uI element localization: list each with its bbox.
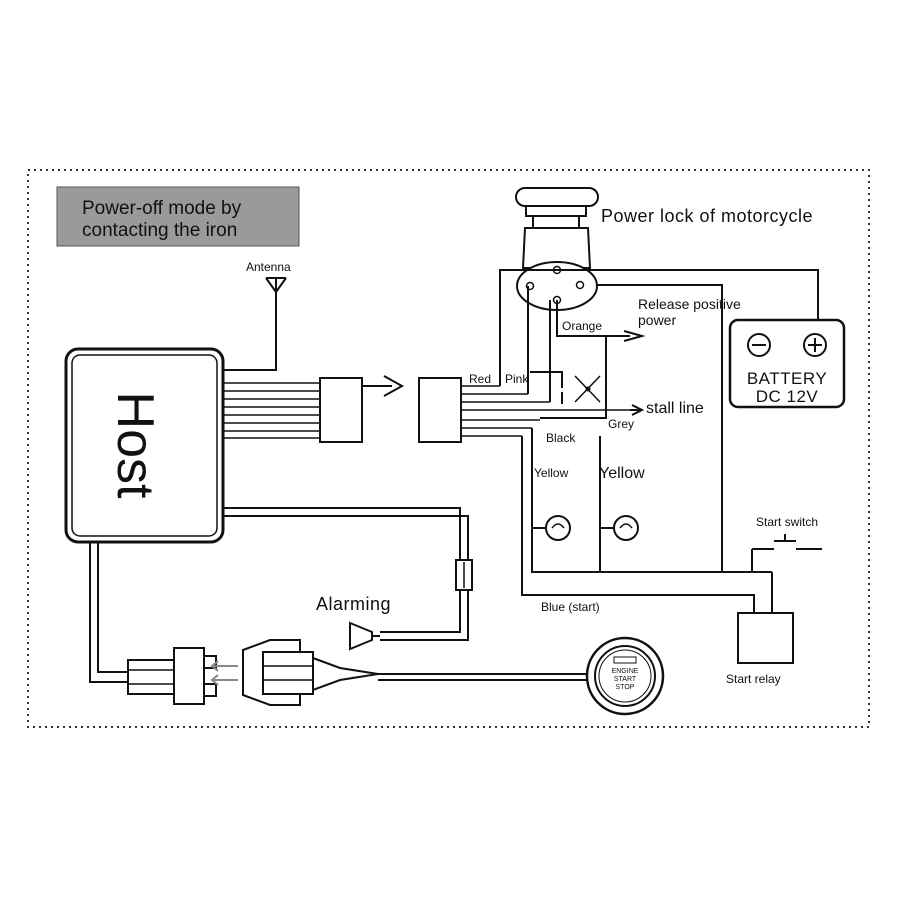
switch-icon — [530, 371, 601, 404]
battery: BATTERY DC 12V — [728, 318, 846, 409]
title-line-2: contacting the iron — [82, 220, 237, 241]
wire-label-blue-start: Blue (start) — [541, 600, 600, 614]
wire-label-pink: Pink — [505, 372, 529, 386]
release-positive-line-2: power — [638, 312, 676, 328]
bulb-icon — [531, 428, 772, 573]
antenna: Antenna — [223, 260, 291, 371]
start-switch: Start switch — [751, 515, 822, 613]
engine-button-line-2: START — [614, 676, 637, 683]
harness-connector-left — [319, 377, 363, 443]
power-lock-wiring — [499, 269, 819, 572]
wire-label-yellow-right: Yellow — [599, 465, 645, 482]
power-lock: Power lock of motorcycle — [515, 187, 813, 311]
release-positive-line-1: Release positive — [638, 296, 741, 312]
wire-label-yellow-left: Yellow — [534, 466, 569, 480]
wire-label-black: Black — [546, 431, 576, 445]
antenna-label: Antenna — [246, 260, 291, 274]
wire-label-grey: Grey — [608, 417, 634, 431]
start-relay — [737, 612, 794, 664]
battery-line-1: BATTERY — [747, 369, 827, 388]
antenna-icon — [265, 277, 287, 293]
connector-arrows — [210, 660, 238, 686]
power-lock-label: Power lock of motorcycle — [601, 206, 813, 226]
blue-start-wire — [521, 436, 755, 613]
wire-label-red: Red — [469, 372, 491, 386]
stall-line-label: stall line — [646, 400, 704, 417]
wire-label-orange: Orange — [562, 319, 602, 333]
alarm: Alarming — [223, 507, 473, 651]
battery-line-2: DC 12V — [756, 387, 819, 406]
start-relay-label: Start relay — [726, 672, 781, 686]
engine-start-stop-button: ENGINE START STOP — [585, 636, 665, 716]
harness-connector-right — [418, 377, 462, 443]
alarming-label: Alarming — [316, 594, 391, 614]
title-box: Power-off mode by contacting the iron — [56, 186, 300, 247]
engine-button-line-3: STOP — [616, 684, 635, 691]
title-line-1: Power-off mode by — [82, 198, 242, 219]
start-switch-label: Start switch — [756, 515, 818, 529]
siren-icon — [349, 621, 380, 651]
engine-button-line-1: ENGINE — [612, 668, 639, 675]
host-harness — [223, 375, 630, 443]
button-harness — [89, 542, 592, 706]
host-label: Host — [106, 392, 164, 499]
host-unit: Host — [64, 347, 225, 544]
diagram-frame — [27, 169, 870, 728]
